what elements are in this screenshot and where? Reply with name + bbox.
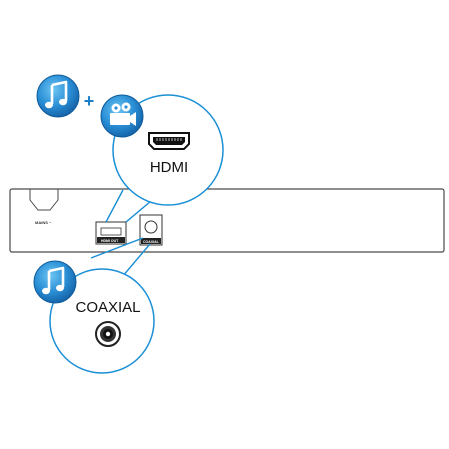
music-note-icon xyxy=(33,260,77,304)
music-note-icon xyxy=(36,74,80,118)
coaxial-port-label: COAXIAL xyxy=(143,240,160,244)
coaxial-port: COAXIAL xyxy=(139,214,163,246)
plus-sign: + xyxy=(84,91,95,111)
coaxial-callout: COAXIAL xyxy=(49,237,155,374)
hdmi-label: HDMI xyxy=(150,159,188,176)
video-camera-icon xyxy=(100,94,144,138)
rca-jack-icon xyxy=(95,321,121,347)
mains-label: MAINS ~ xyxy=(35,220,52,225)
hdmi-connector-icon xyxy=(148,132,190,150)
coaxial-label: COAXIAL xyxy=(75,299,140,316)
hdmi-out-label: HDMI OUT xyxy=(101,239,119,243)
hdmi-out-port: HDMI OUT xyxy=(95,221,127,245)
mains-connector: MAINS ~ xyxy=(29,189,59,225)
player-back-panel: MAINS ~ HDMI OUT COAXIAL xyxy=(9,188,445,253)
